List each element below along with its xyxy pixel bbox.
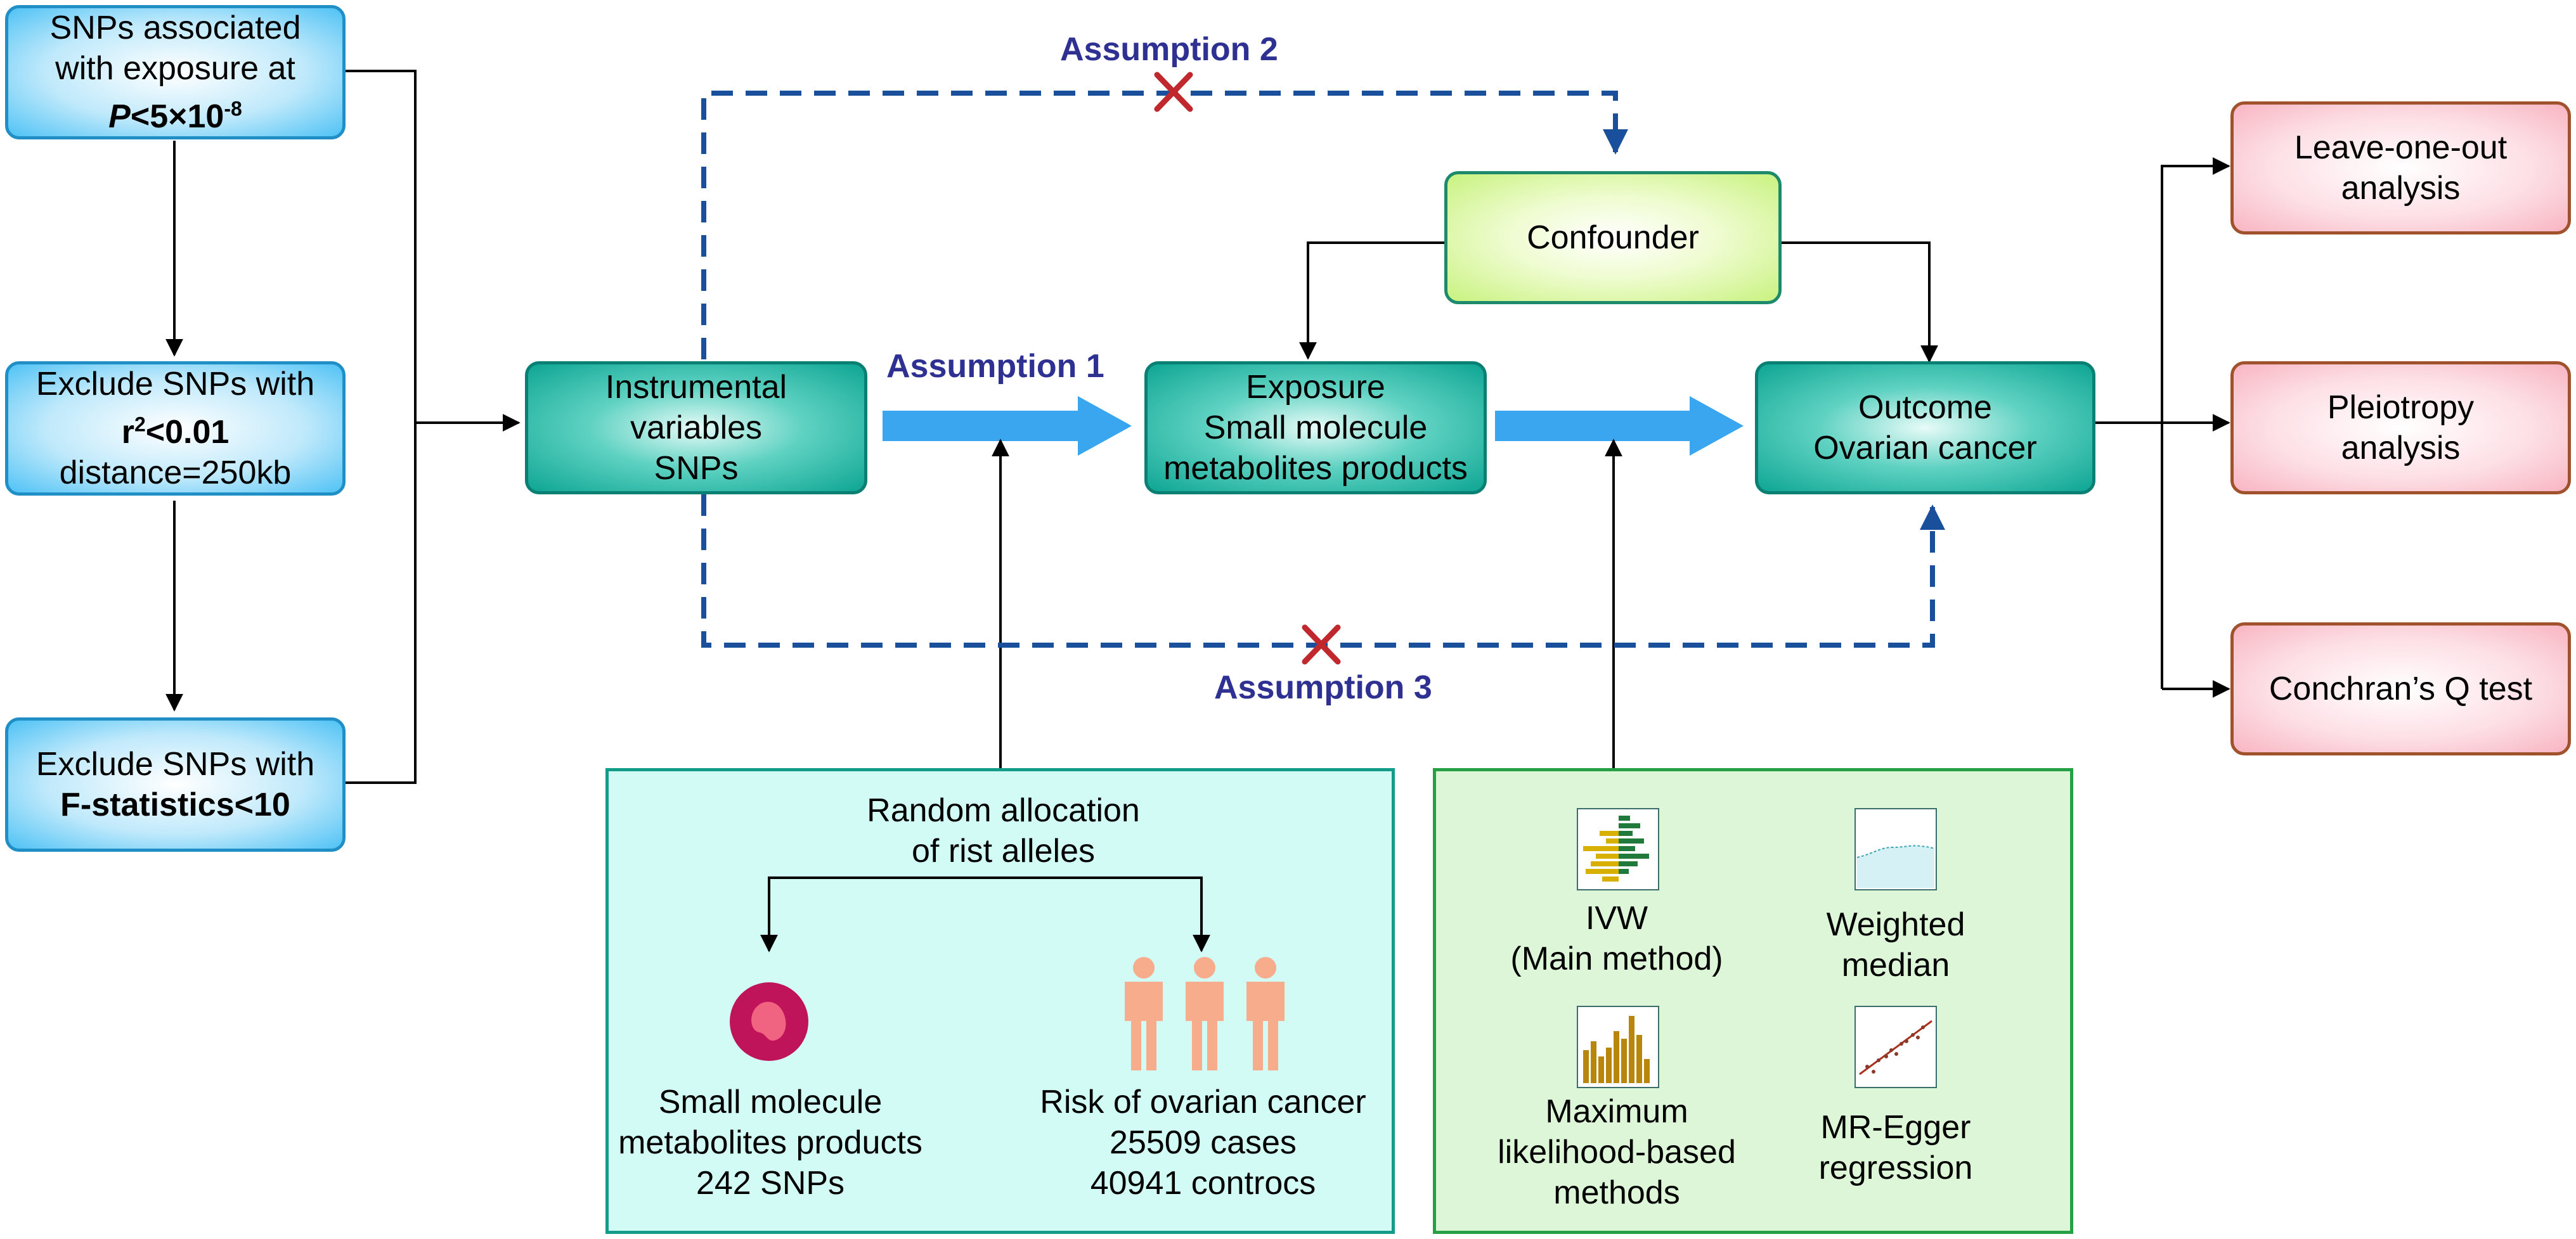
- big-arrow-instrument-to-exposure: [883, 396, 1132, 456]
- f-statistics-box: Exclude SNPs with F-statistics<10: [5, 717, 346, 852]
- big-arrow-exposure-to-outcome: [1495, 396, 1744, 456]
- leave-one-out-line1: Leave-one-out: [2294, 129, 2508, 166]
- ovarian-risk-line3: 40941 controcs: [1090, 1165, 1316, 1202]
- snps-exposure-threshold: P<5×10-8: [108, 89, 242, 137]
- assumption-3-label: Assumption 3: [1214, 669, 1432, 706]
- arrow-confounder-to-outcome: [1782, 241, 1938, 363]
- leave-one-out-line2: analysis: [2341, 170, 2461, 207]
- exposure-line3: metabolites products: [1163, 450, 1468, 487]
- cross-icon-assumption-3: [1302, 624, 1341, 665]
- cross-icon-assumption-2: [1154, 72, 1193, 112]
- snps-exposure-line1: SNPs associated: [49, 9, 301, 46]
- instrument-line1: Instrumental: [605, 369, 787, 406]
- histogram-icon: [1577, 1006, 1659, 1088]
- outcome-box: Outcome Ovarian cancer: [1755, 361, 2095, 494]
- people-icon: [1125, 957, 1285, 1070]
- confounder-box: Confounder: [1444, 171, 1782, 304]
- ld-clumping-r2: r2<0.01: [122, 404, 230, 453]
- ivw-forest-icon: [1577, 808, 1659, 890]
- r-value: <0.01: [145, 414, 230, 451]
- arrow-confounder-to-exposure: [1299, 241, 1444, 360]
- p-symbol: P: [108, 98, 131, 136]
- q-test-label: Conchran’s Q test: [2269, 671, 2533, 707]
- metabolite-line2: metabolites products: [618, 1124, 922, 1161]
- maxlik-line2: likelihood-based: [1498, 1134, 1736, 1171]
- maxlik-line1: Maximum: [1545, 1093, 1688, 1130]
- maxlik-line3: methods: [1553, 1174, 1680, 1211]
- ld-clumping-line1: Exclude SNPs with: [36, 365, 315, 402]
- r-exponent: 2: [134, 413, 146, 436]
- allocation-heading-2: of rist alleles: [912, 833, 1095, 870]
- f-statistics-line2: F-statistics<10: [60, 786, 290, 823]
- weighted-median-icon: [1854, 808, 1937, 890]
- random-allocation-panel: Random allocation of rist alleles Small …: [605, 768, 1395, 1234]
- exposure-box: Exposure Small molecule metabolites prod…: [1144, 361, 1487, 494]
- outcome-line2: Ovarian cancer: [1813, 430, 2037, 466]
- arrow-to-leave-one-out: [2161, 157, 2230, 689]
- pleiotropy-line2: analysis: [2341, 430, 2461, 466]
- bracket-left-column: [346, 70, 417, 784]
- dashed-path-assumption-3: [701, 494, 1945, 648]
- mr-methods-panel: IVW (Main method) Weighted median Maximu…: [1433, 768, 2073, 1234]
- dashed-path-assumption-2: [701, 91, 1628, 359]
- ovarian-risk-line2: 25509 cases: [1110, 1124, 1297, 1161]
- instrument-line2: variables: [630, 409, 763, 446]
- instrument-line3: SNPs: [654, 450, 739, 487]
- confounder-label: Confounder: [1527, 219, 1699, 256]
- assumption-2-label: Assumption 2: [1060, 31, 1278, 68]
- outcome-line1: Outcome: [1858, 389, 1992, 426]
- ivw-line1: IVW: [1585, 900, 1648, 937]
- allocation-heading-1: Random allocation: [867, 792, 1140, 829]
- snps-exposure-box: SNPs associated with exposure at P<5×10-…: [5, 5, 346, 139]
- q-test-box: Conchran’s Q test: [2230, 622, 2571, 755]
- exposure-line1: Exposure: [1246, 369, 1385, 406]
- allocation-bracket: [760, 876, 1210, 953]
- egger-line1: MR-Egger: [1820, 1109, 1971, 1146]
- scatter-regression-icon: [1854, 1006, 1937, 1088]
- weighted-line2: median: [1841, 947, 1950, 984]
- metabolite-line3: 242 SNPs: [696, 1165, 845, 1202]
- pleiotropy-line1: Pleiotropy: [2327, 389, 2475, 426]
- exposure-line2: Small molecule: [1203, 409, 1428, 446]
- ld-clumping-box: Exclude SNPs with r2<0.01 distance=250kb: [5, 361, 346, 496]
- r-symbol: r: [121, 414, 134, 451]
- metabolite-icon: [730, 982, 808, 1061]
- metabolite-line1: Small molecule: [658, 1084, 883, 1120]
- threshold-exponent: -8: [224, 97, 242, 120]
- pleiotropy-box: Pleiotropy analysis: [2230, 361, 2571, 494]
- leave-one-out-box: Leave-one-out analysis: [2230, 101, 2571, 234]
- weighted-line1: Weighted: [1826, 906, 1965, 943]
- ivw-line2: (Main method): [1510, 940, 1723, 977]
- assumption-1-label: Assumption 1: [886, 348, 1104, 385]
- snps-exposure-line2: with exposure at: [55, 49, 295, 87]
- ld-clumping-distance: distance=250kb: [59, 454, 292, 492]
- egger-line2: regression: [1818, 1150, 1973, 1186]
- f-statistics-line1: Exclude SNPs with: [36, 746, 315, 783]
- instrumental-variables-box: Instrumental variables SNPs: [525, 361, 867, 494]
- ovarian-risk-line1: Risk of ovarian cancer: [1040, 1084, 1366, 1120]
- threshold-base: <5×10: [130, 98, 224, 136]
